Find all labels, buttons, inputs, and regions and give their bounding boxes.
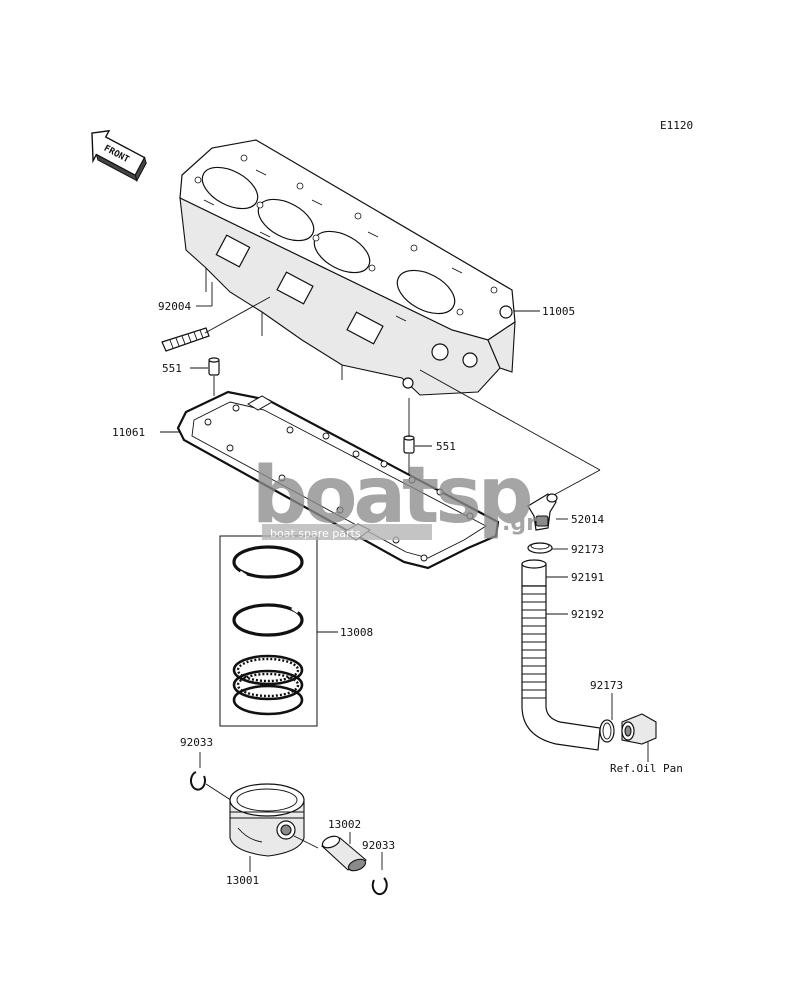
label-92173-upper: 92173	[571, 543, 604, 556]
ref-oil-pan-label: Ref.Oil Pan	[610, 762, 683, 775]
watermark-tagline: boat spare parts	[270, 527, 361, 540]
stud-bolt	[161, 327, 210, 352]
label-551-left: 551	[162, 362, 182, 375]
label-11061: 11061	[112, 426, 145, 439]
label-92033-left: 92033	[180, 736, 213, 749]
oil-hose	[521, 559, 601, 751]
hose-clamp-lower	[599, 719, 615, 743]
label-92192: 92192	[571, 608, 604, 621]
circlip-left	[190, 771, 206, 791]
label-92033-right: 92033	[362, 839, 395, 852]
watermark-tld: .gr	[502, 511, 537, 536]
circlip-right	[371, 877, 388, 896]
hose-clamp-upper	[527, 542, 553, 554]
label-92191: 92191	[571, 571, 604, 584]
label-92173-lower: 92173	[590, 679, 623, 692]
label-13008: 13008	[340, 626, 373, 639]
label-13001: 13001	[226, 874, 259, 887]
elbow-fitting	[527, 493, 558, 531]
label-11005: 11005	[542, 305, 575, 318]
oil-pan-fitting	[621, 713, 657, 745]
diagram-code: E1120	[660, 119, 693, 132]
dowel-pin-left	[208, 357, 220, 376]
watermark-logo: boatsp .gr boat spare parts	[252, 451, 537, 541]
piston-rings	[232, 545, 304, 716]
front-arrow-icon: FRONT	[91, 129, 147, 182]
cylinder-block	[179, 139, 516, 396]
label-551-right: 551	[436, 440, 456, 453]
label-13002: 13002	[328, 818, 361, 831]
piston	[229, 783, 305, 857]
label-52014: 52014	[571, 513, 604, 526]
label-92004: 92004	[158, 300, 191, 313]
piston-pin	[321, 835, 367, 872]
